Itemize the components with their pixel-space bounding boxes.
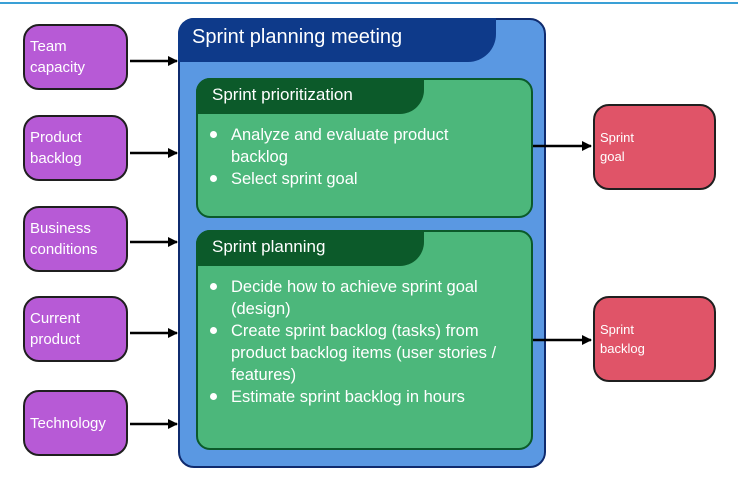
bullet-item: Select sprint goal [198,168,531,190]
input-line: backlog [30,150,82,167]
bullet-line: product backlog items (user stories / [231,344,497,362]
input-line: conditions [30,241,98,258]
prioritization-bullets: Analyze and evaluate product backlog Sel… [198,124,531,190]
input-line: Current [30,310,81,327]
meeting-title: Sprint planning meeting [178,18,496,62]
bullet-line: Create sprint backlog (tasks) from [231,322,479,340]
input-line: Business [30,220,91,237]
output-sprint-backlog: Sprint backlog [593,296,716,382]
bullet-line: Analyze and evaluate product [231,126,449,144]
bullet-item: Create sprint backlog (tasks) from produ… [198,320,531,386]
sprint-prioritization-panel: Sprint prioritization Analyze and evalua… [196,78,533,218]
input-current-product: Current product [23,296,128,362]
input-line: Team [30,38,67,55]
bullet-line: (design) [231,300,291,318]
bullet-line: features) [231,366,297,384]
output-line: Sprint [600,322,634,337]
bullet-item: Estimate sprint backlog in hours [198,386,531,408]
prioritization-title: Sprint prioritization [196,78,424,114]
input-team-capacity: Team capacity [23,24,128,90]
bullet-item: Decide how to achieve sprint goal (desig… [198,276,531,320]
input-technology: Technology [23,390,128,456]
planning-title: Sprint planning [196,230,424,266]
sprint-planning-panel: Sprint planning Decide how to achieve sp… [196,230,533,450]
top-accent-line [0,2,738,4]
input-line: product [30,331,81,348]
bullet-line: Select sprint goal [231,170,358,188]
output-line: Sprint [600,130,634,145]
input-product-backlog: Product backlog [23,115,128,181]
output-line: goal [600,149,625,164]
planning-bullets: Decide how to achieve sprint goal (desig… [198,276,531,408]
bullet-line: backlog [231,148,288,166]
bullet-line: Estimate sprint backlog in hours [231,388,465,406]
input-line: Technology [30,414,106,432]
bullet-item: Analyze and evaluate product backlog [198,124,531,168]
bullet-line: Decide how to achieve sprint goal [231,278,478,296]
input-line: Product [30,129,82,146]
output-sprint-goal: Sprint goal [593,104,716,190]
input-business-conditions: Business conditions [23,206,128,272]
input-line: capacity [30,59,86,76]
output-line: backlog [600,341,645,356]
